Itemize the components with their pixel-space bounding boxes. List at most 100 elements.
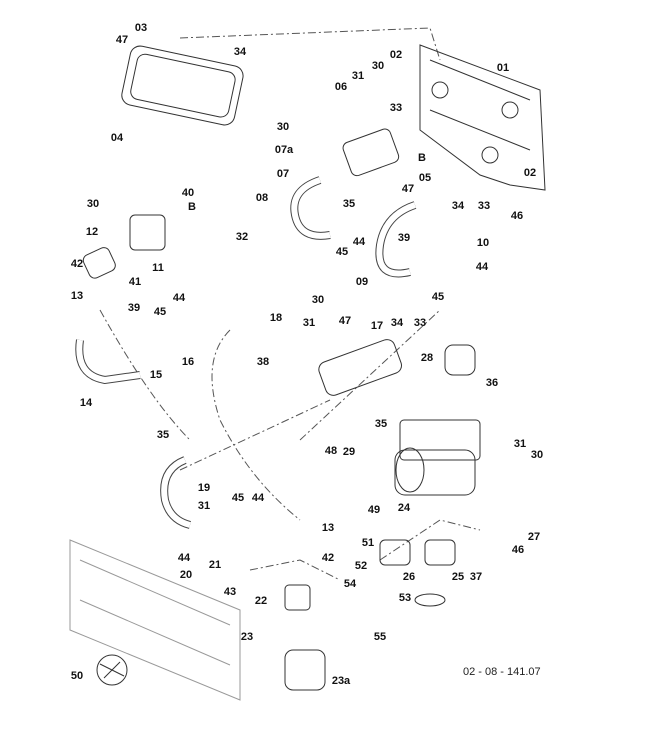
part-label: 49: [367, 504, 381, 516]
part-label: 01: [496, 62, 510, 74]
part-label: 33: [477, 200, 491, 212]
part-label: 07a: [274, 144, 294, 156]
part-label: 48: [324, 445, 338, 457]
part-label: 13: [321, 522, 335, 534]
part-label: 28: [420, 352, 434, 364]
valve-26: [424, 539, 456, 566]
part-label: 31: [513, 438, 527, 450]
part-label: 39: [127, 302, 141, 314]
pipe-08-inner: [291, 177, 331, 239]
part-label: 51: [361, 537, 375, 549]
heat-exchanger-part: [121, 45, 244, 126]
part-label: 47: [401, 183, 415, 195]
part-label: 39: [397, 232, 411, 244]
part-label: 35: [156, 429, 170, 441]
part-label: 55: [373, 631, 387, 643]
part-label: 34: [233, 46, 247, 58]
part-label: 08: [255, 192, 269, 204]
part-label: 33: [389, 102, 403, 114]
valve-51: [379, 539, 411, 566]
pump-part-24: [394, 344, 481, 496]
part-label: 04: [110, 132, 124, 144]
part-label: 45: [231, 492, 245, 504]
part-label: B: [418, 152, 426, 164]
washer-53: [414, 593, 446, 607]
part-label: 30: [530, 449, 544, 461]
pipe-09-inner: [376, 202, 417, 277]
part-label: 47: [338, 315, 352, 327]
part-label: 31: [351, 70, 365, 82]
part-label: 30: [276, 121, 290, 133]
part-label: 42: [321, 552, 335, 564]
part-label: 34: [451, 200, 465, 212]
part-label: 46: [510, 210, 524, 222]
casing-part: [69, 539, 241, 701]
part-label: 41: [128, 276, 142, 288]
part-label: 27: [527, 531, 541, 543]
part-label: 21: [208, 559, 222, 571]
part-label: 37: [469, 571, 483, 583]
part-label: 25: [451, 571, 465, 583]
part-label: 52: [354, 560, 368, 572]
part-label: 33: [413, 317, 427, 329]
part-label: 30: [311, 294, 325, 306]
elbow-12: [82, 247, 116, 279]
part-label: 54: [343, 578, 357, 590]
part-label: 42: [70, 258, 84, 270]
part-label: 16: [181, 356, 195, 368]
part-label: 26: [402, 571, 416, 583]
part-label: 02: [389, 49, 403, 61]
frame-bracket-part: [419, 44, 546, 191]
part-label: 19: [197, 482, 211, 494]
part-label: 31: [302, 317, 316, 329]
part-label: 30: [371, 60, 385, 72]
part-label: 40: [181, 187, 195, 199]
part-label: 03: [134, 22, 148, 34]
part-label: 31: [197, 500, 211, 512]
part-label: 09: [355, 276, 369, 288]
part-label: 36: [485, 377, 499, 389]
part-label: 07: [276, 168, 290, 180]
part-label: 45: [335, 246, 349, 258]
part-label: 18: [269, 312, 283, 324]
part-23a: [284, 649, 326, 691]
part-label: 15: [149, 369, 163, 381]
part-label: 50: [70, 670, 84, 682]
part-label: 47: [115, 34, 129, 46]
part-label: 44: [172, 292, 186, 304]
part-label: 43: [223, 586, 237, 598]
part-label: 10: [476, 237, 490, 249]
part-label: 44: [177, 552, 191, 564]
part-label: 11: [152, 262, 164, 274]
part-label: 06: [334, 81, 348, 93]
part-label: 12: [85, 226, 99, 238]
part-label: 29: [342, 446, 356, 458]
part-label: 02: [523, 167, 537, 179]
part-22: [284, 584, 311, 611]
part-label: 14: [79, 397, 93, 409]
part-label: 23a: [331, 675, 351, 687]
part-label: 24: [397, 502, 411, 514]
part-label: 45: [153, 306, 167, 318]
part-label: 22: [254, 595, 268, 607]
assembly-lines: [99, 27, 481, 581]
part-label: 53: [398, 592, 412, 604]
part-label: 45: [431, 291, 445, 303]
part-label: 35: [374, 418, 388, 430]
hydraulic-block-17: [318, 339, 402, 396]
part-label: 30: [86, 198, 100, 210]
part-label: 44: [475, 261, 489, 273]
drawing-reference-caption: 02 - 08 - 141.07: [463, 666, 541, 678]
part-label: 05: [418, 172, 432, 184]
part-label: 38: [256, 356, 270, 368]
valve-body-05: [342, 128, 400, 177]
part-label: 46: [511, 544, 525, 556]
valve-body-11: [129, 214, 166, 251]
part-label: 20: [179, 569, 193, 581]
part-label: 17: [370, 320, 384, 332]
part-label: 32: [235, 231, 249, 243]
part-label: 34: [390, 317, 404, 329]
part-label: 44: [352, 236, 366, 248]
